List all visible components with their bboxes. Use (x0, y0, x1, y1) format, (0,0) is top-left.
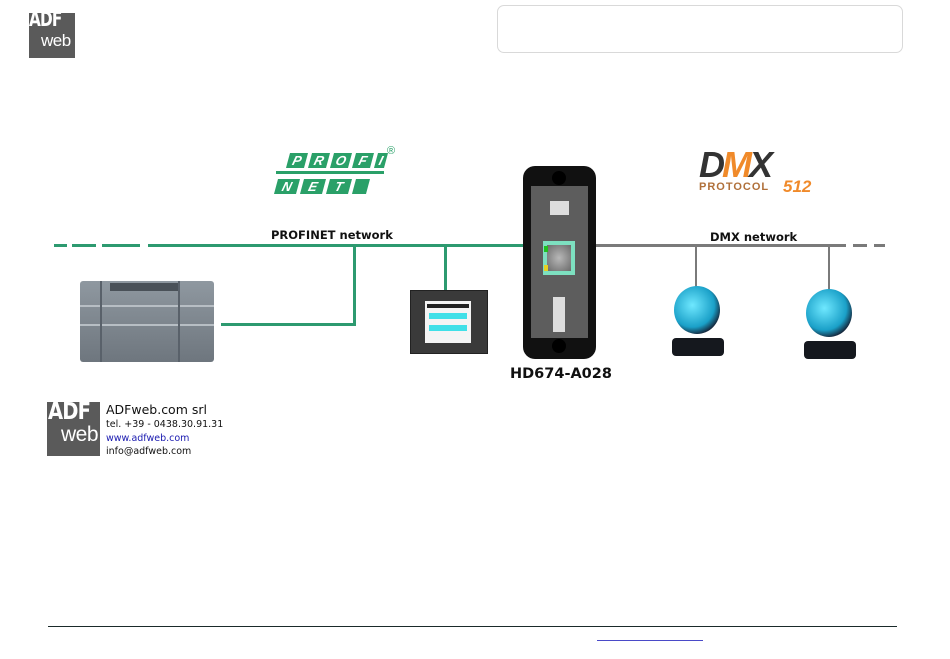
dmx-drop-light-2 (828, 246, 830, 290)
profinet-drop-plc (353, 246, 356, 326)
dmx-line-dash (853, 244, 867, 247)
adfweb-contact-logo: ADF web (47, 402, 100, 456)
dmx-line-dash (874, 244, 885, 247)
dmx-bus-line (596, 244, 846, 247)
dmx-letter-x: X (749, 144, 770, 185)
profinet-bar (276, 171, 384, 174)
profinet-tile: N (274, 179, 300, 194)
logo-text-adf: ADF (48, 399, 90, 425)
dmx-letter-m: M (722, 144, 749, 185)
profinet-drop-hmi (444, 246, 447, 291)
header-box (497, 5, 903, 53)
company-name: ADFweb.com srl (106, 402, 223, 418)
logo-text-adf: ADF (29, 9, 68, 29)
profinet-line-dash (72, 244, 96, 247)
dmx-letter-d: D (699, 144, 722, 185)
hmi-panel-image (410, 290, 488, 354)
profinet-bus-line (148, 244, 523, 247)
mount-hole (552, 171, 566, 185)
dmx-connector (553, 297, 565, 332)
profinet-tile: R (308, 153, 330, 168)
plc-device-image (80, 281, 214, 362)
led-yellow (544, 265, 548, 271)
dmx-512-text: 512 (783, 177, 811, 197)
dmx-moving-head-light (802, 289, 860, 369)
dmx-moving-head-light (670, 286, 728, 366)
website-link[interactable]: www.adfweb.com (106, 432, 223, 446)
profinet-tile: F (352, 153, 374, 168)
gateway-device-image (523, 166, 596, 359)
dmx-network-label: DMX network (710, 230, 797, 244)
email-address[interactable]: info@adfweb.com (106, 445, 223, 459)
footer-link-underline[interactable] (597, 640, 703, 641)
logo-text-web: web (41, 32, 71, 50)
phone-number: tel. +39 - 0438.30.91.31 (106, 418, 223, 432)
dmx-logo: DMX PROTOCOL 512 (696, 150, 816, 200)
profinet-line-dash (102, 244, 140, 247)
power-connector (550, 201, 569, 215)
registered-mark: ® (387, 145, 395, 157)
dmx-drop-light-1 (695, 246, 697, 288)
profinet-tile: T (326, 179, 352, 194)
profinet-tile: I (374, 153, 388, 168)
profinet-link-plc (221, 323, 356, 326)
led-green (544, 246, 548, 252)
profinet-network-label: PROFINET network (271, 228, 393, 242)
adfweb-logo: ADF web (29, 13, 75, 58)
ethernet-port (543, 241, 575, 275)
logo-text-web: web (61, 423, 98, 447)
profinet-tile: P (286, 153, 308, 168)
profinet-tile: E (300, 179, 326, 194)
mount-hole (552, 339, 566, 353)
plc-vent (110, 283, 180, 291)
profinet-logo: P R O F I N E T ® (270, 146, 400, 200)
dmx-logo-letters: DMX (699, 144, 770, 186)
profinet-tile: O (330, 153, 352, 168)
device-model-label: HD674-A028 (510, 366, 612, 382)
dmx-protocol-text: PROTOCOL (699, 181, 769, 193)
contact-info: ADFweb.com srl tel. +39 - 0438.30.91.31 … (106, 402, 223, 459)
profinet-tile (352, 179, 370, 194)
footer-divider (48, 626, 897, 627)
profinet-line-dash (54, 244, 67, 247)
hmi-screen (425, 301, 471, 343)
